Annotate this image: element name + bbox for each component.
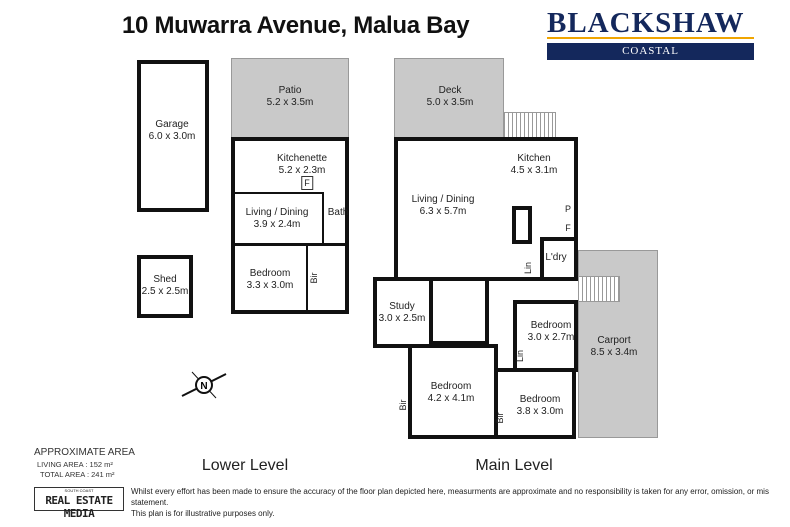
room-bir: Bir [495, 412, 505, 424]
brand-sub: COASTAL [547, 43, 754, 60]
lower-building [231, 137, 349, 314]
agency-small: SOUTH COAST [64, 488, 94, 493]
bedroom-1 [408, 344, 498, 439]
room-bir: Bir [309, 272, 319, 284]
room-bath: Bath [327, 207, 349, 218]
bedroom-2 [494, 368, 576, 439]
room-linen: Lin [515, 349, 525, 363]
deck-stairs [504, 112, 556, 140]
wall [306, 246, 308, 312]
patio [231, 58, 349, 138]
pantry-label: P [564, 204, 572, 214]
kitchen-island [512, 206, 532, 244]
main-level-label: Main Level [475, 457, 553, 474]
disclaimer: Whilst every effort has been made to ens… [131, 486, 781, 519]
wall [322, 192, 324, 244]
compass-label: N [200, 381, 207, 392]
room-bir: Bir [398, 399, 408, 411]
laundry [540, 237, 578, 281]
wall [233, 192, 323, 194]
agency-logo: SOUTH COAST REAL ESTATE MEDIA [34, 487, 124, 520]
page-title: 10 Muwarra Avenue, Malua Bay [122, 12, 470, 39]
room-linen: Lin [523, 261, 533, 275]
fridge-label: F [301, 176, 313, 190]
study [373, 277, 433, 348]
brand-logo: BLACKSHAW [547, 7, 745, 39]
area-heading: APPROXIMATE AREA [34, 447, 135, 458]
lower-level-label: Lower Level [201, 457, 289, 474]
garage [137, 60, 209, 212]
wall [233, 243, 347, 246]
agency-name: REAL ESTATE MEDIA [45, 494, 113, 520]
compass-icon: N [181, 371, 227, 399]
shed [137, 255, 193, 318]
bathroom-main [429, 277, 489, 345]
brand-divider [547, 37, 754, 39]
room-laundry: L'dry [545, 252, 567, 263]
fridge-label: F [565, 223, 571, 233]
disclaimer-line2: This plan is for illustrative purposes o… [131, 509, 275, 518]
carport-stairs [578, 276, 620, 302]
living-area: LIVING AREA : 152 m² [37, 460, 113, 469]
disclaimer-line1: Whilst every effort has been made to ens… [131, 487, 769, 507]
total-area: TOTAL AREA : 241 m² [40, 470, 115, 479]
